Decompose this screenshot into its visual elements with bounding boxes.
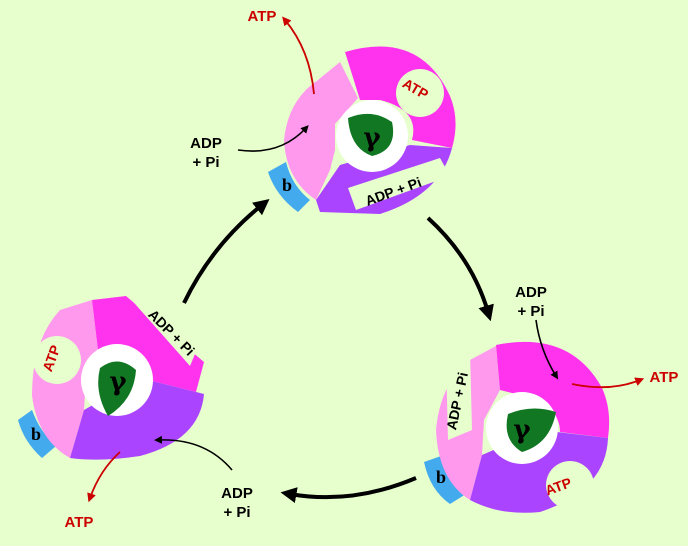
right-atp-release-arrow [571,377,645,389]
cycle-arrow-top-to-right [426,216,494,322]
left-atp-site [33,336,81,384]
top-b-label: b [282,175,292,195]
top-b-subunit [268,162,310,212]
right-atp-site [546,461,594,509]
cycle-arrow-right-to-left [280,476,417,503]
left-gamma-shape [98,361,136,416]
left-purple-subunit [70,378,204,460]
right-adp-input-arrow [535,319,559,380]
left-atp-release-label: ATP [65,514,94,531]
top-adp-input-arrow [237,125,309,152]
left-adp-input-arrow [154,435,233,471]
left-adp-pocket [128,292,200,366]
top-atp-release-label: ATP [248,8,277,25]
left-adp-input-label-2: + Pi [223,504,250,521]
right-adp-input-label-1: ADP [515,284,547,301]
right-b-label: b [436,467,446,487]
left-adp-input-label-1: ADP [221,485,253,502]
left-f1-unit: γ b ATP ADP + Pi [18,292,204,460]
left-magenta-subunit [92,296,204,392]
left-gamma-label: γ [109,367,127,397]
right-atp-release-label: ATP [650,369,679,386]
top-adp-input-label-2: + Pi [192,154,219,171]
top-gamma-shape [348,113,394,156]
top-atp-site [396,69,444,117]
right-adp-input-label-2: + Pi [517,303,544,320]
left-atp-release-arrow [87,451,121,503]
right-gamma-shape [506,408,556,452]
right-adp-pocket [446,350,472,440]
top-gamma-label: γ [363,123,381,153]
top-adp-pocket [348,158,450,210]
top-adp-input-label-1: ADP [190,135,222,152]
top-f1-unit: γ b ATP ADP + Pi [268,46,456,214]
right-b-subunit [424,455,466,504]
left-b-subunit [18,410,56,458]
right-gamma-label: γ [513,415,531,445]
right-f1-unit: γ b ATP ADP + Pi [424,341,610,513]
top-atp-release-arrow [282,16,315,95]
left-b-label: b [31,424,41,444]
cycle-arrow-left-to-top [182,199,270,304]
top-light-pink-subunit [284,62,358,200]
right-magenta-subunit [496,341,610,438]
